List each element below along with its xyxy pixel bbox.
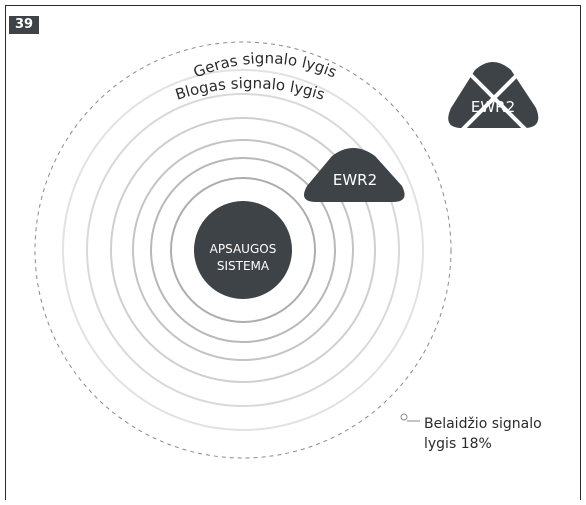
figure-frame-left [5,5,6,500]
ewr2-device-in-range [304,148,405,202]
signal-ring-4 [132,139,354,361]
signal-level-line2: lygis 18% [424,436,492,452]
signal-ring-2 [86,93,400,407]
system-label-line1: APSAUGOS [210,242,277,256]
figure-frame-right [580,5,581,500]
weak-signal-boundary [34,41,452,459]
signal-ring-5 [150,157,336,343]
signal-ring-1 [62,69,424,431]
figure-frame-top [5,5,581,6]
signal-ring-3 [110,117,376,383]
weak-signal-label-text: Blogas signalo lygis [173,74,327,104]
system-label-line2: SISTEMA [217,259,270,273]
weak-signal-label: Blogas signalo lygis [173,74,327,104]
security-system-node [194,201,292,299]
figure-number-badge: 39 [9,16,39,34]
signal-level-marker [400,413,408,421]
signal-level-line1: Belaidžio signalo [424,416,542,432]
cross-line-2 [458,62,530,134]
ewr2-in-range-label: EWR2 [333,171,377,189]
signal-ring-6 [170,177,316,323]
